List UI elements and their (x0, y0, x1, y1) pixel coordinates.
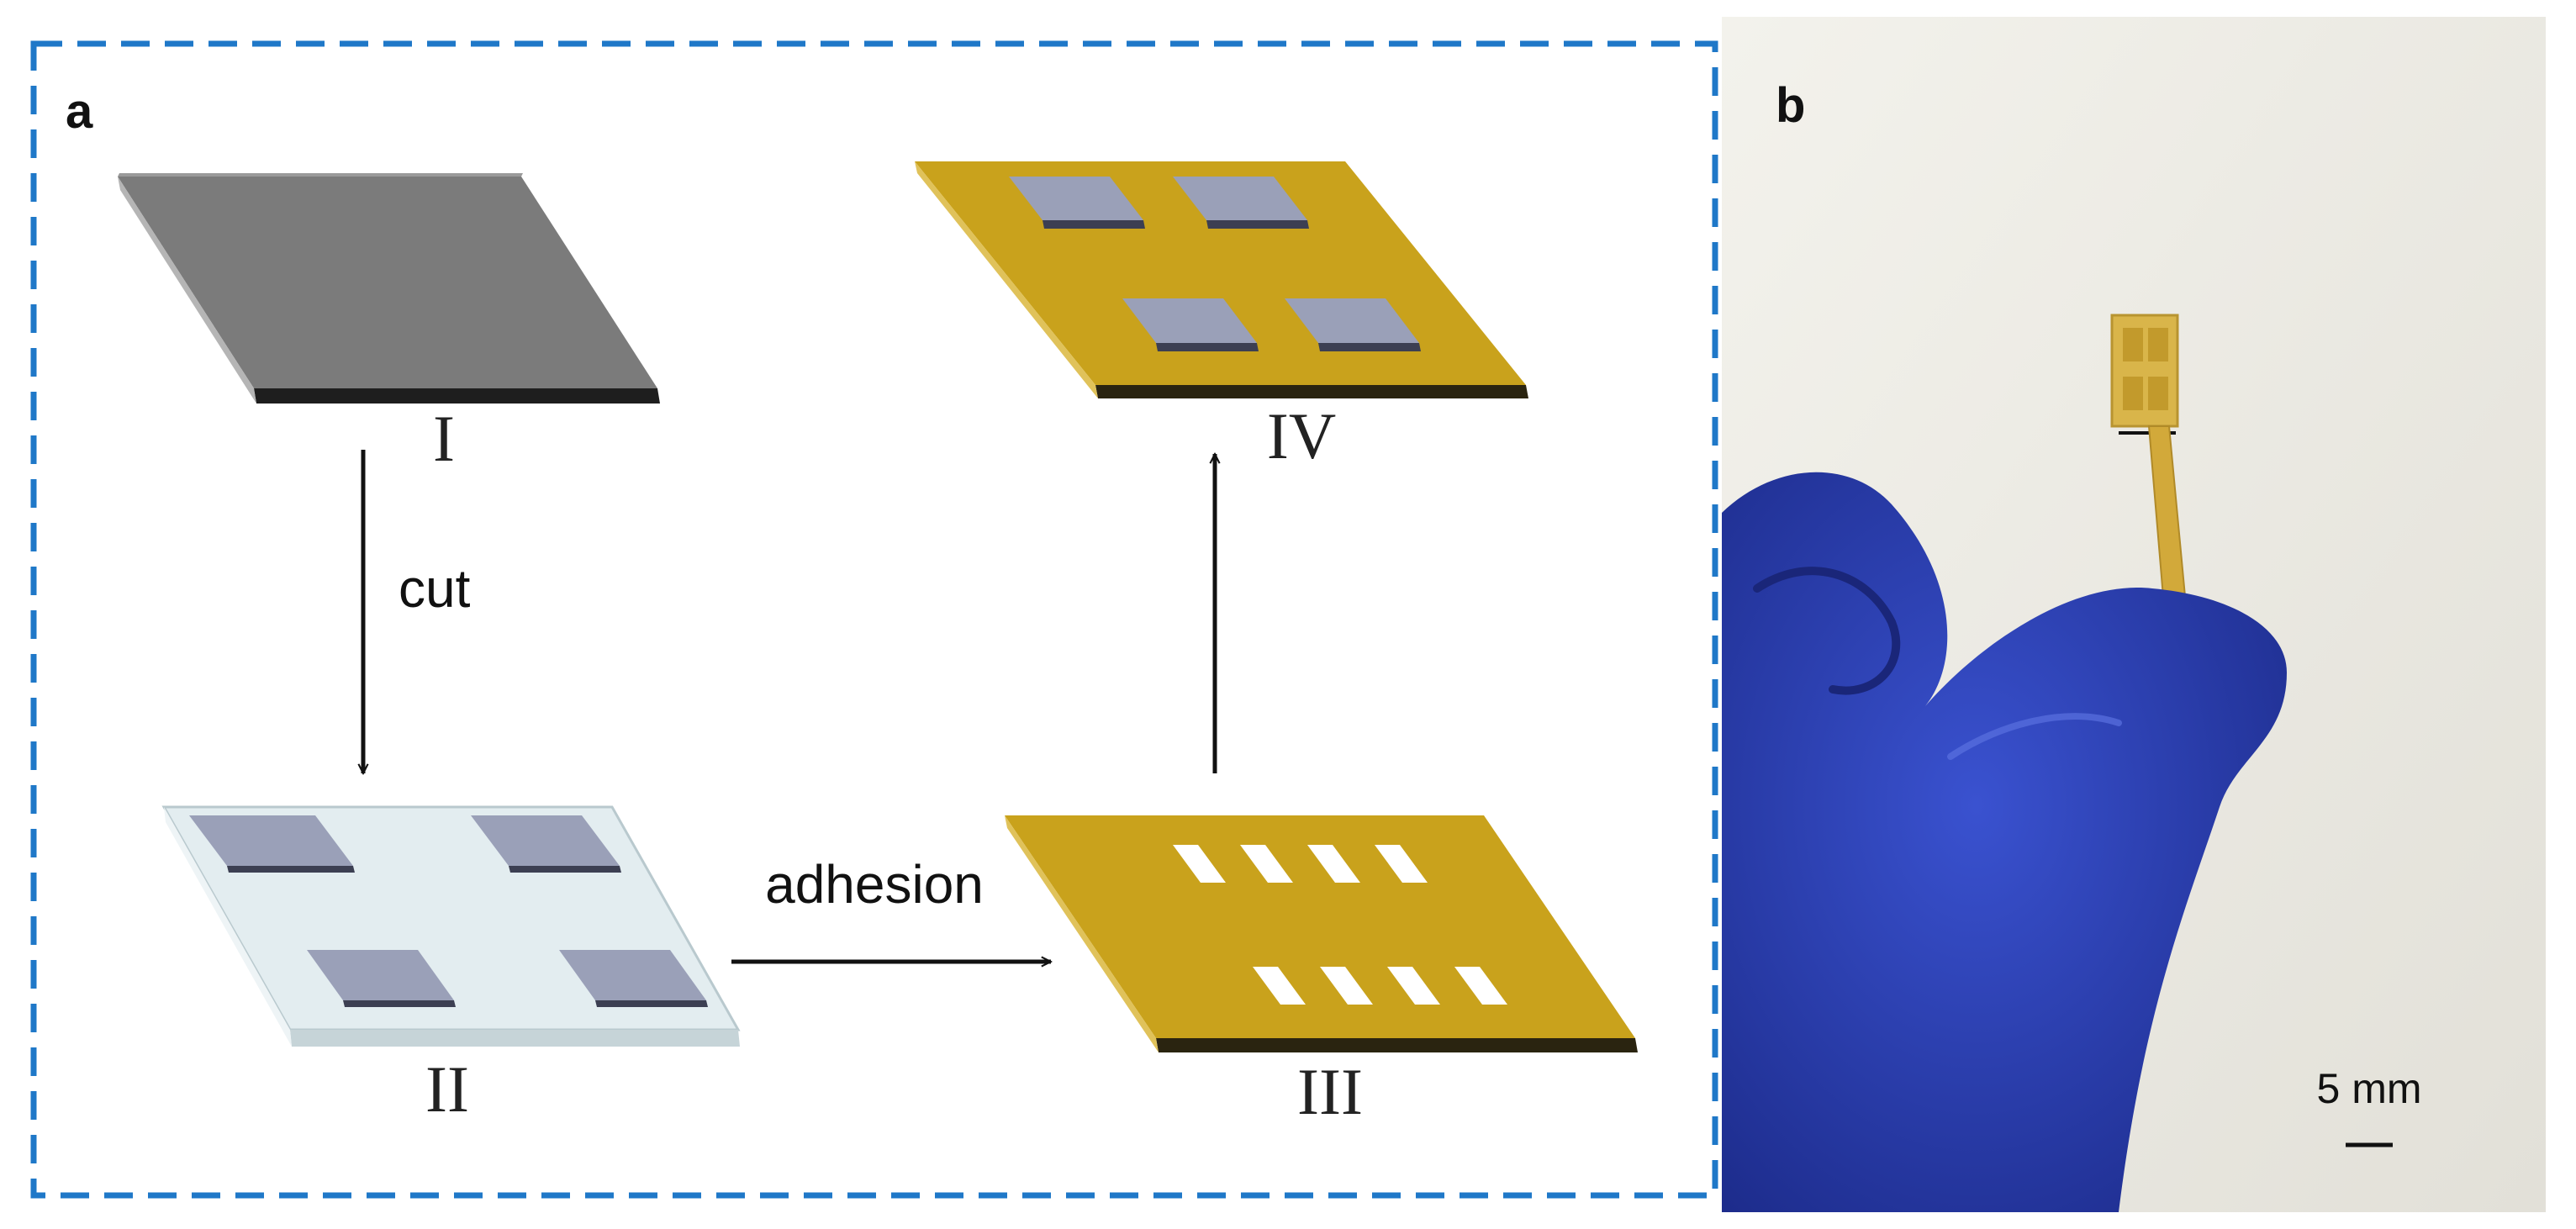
step-iv-device (915, 161, 1528, 398)
panel-b-label: b (1776, 78, 1805, 133)
step-ii-label: II (425, 1052, 469, 1126)
step-ii-plate (161, 805, 741, 1047)
step-iii-label: III (1297, 1055, 1363, 1128)
cut-arrow-label: cut (399, 558, 471, 619)
step-i-substrate (118, 173, 660, 404)
step-iv-label: IV (1267, 399, 1336, 472)
step-iii-film (1005, 815, 1638, 1052)
adhesion-arrow-label: adhesion (765, 854, 984, 915)
step-i-label: I (433, 402, 455, 475)
panel-a-label: a (66, 84, 93, 139)
step-iv-pads (1009, 177, 1421, 351)
step-iii-windows (1173, 845, 1507, 1005)
scale-bar-label: 5 mm (2317, 1065, 2422, 1112)
gloved-hand (1722, 472, 2287, 1212)
panel-b-photo: 5 mm b (1722, 17, 2546, 1212)
sensor-strip (2110, 314, 2188, 609)
panel-a-dashed-border (30, 40, 1718, 1199)
panel-a: a I cut II (30, 40, 1718, 1199)
step-ii-pads (189, 815, 708, 1007)
